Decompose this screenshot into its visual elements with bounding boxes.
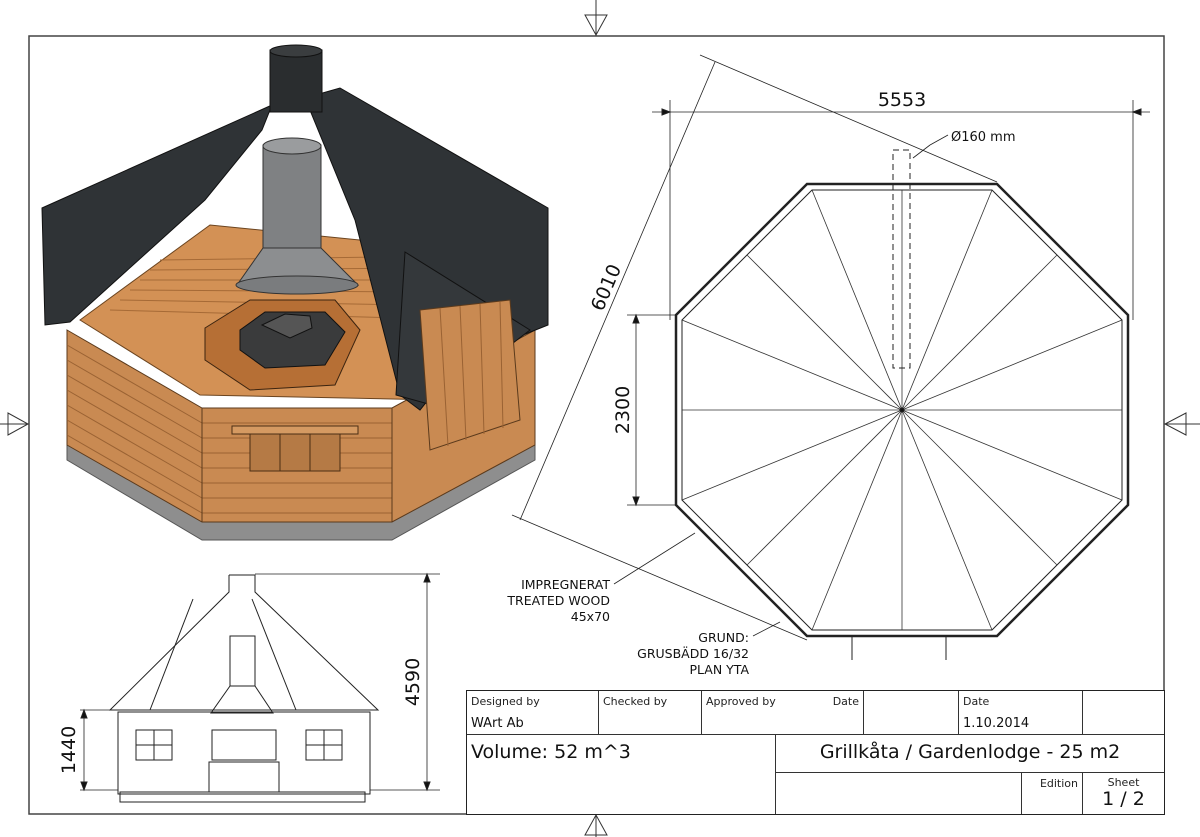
dim-chimney-diameter: Ø160 mm bbox=[951, 130, 1016, 145]
dim-plan-diagonal: 6010 bbox=[587, 261, 626, 314]
note-foundation-line-2: GRUSBÄDD 16/32 bbox=[637, 646, 749, 661]
designed-by-label: Designed by bbox=[471, 695, 540, 708]
dim-plan-side: 2300 bbox=[612, 386, 634, 434]
blank-cell bbox=[864, 691, 959, 735]
checked-by-cell: Checked by bbox=[599, 691, 702, 735]
designed-by-cell: Designed by WArt Ab bbox=[467, 691, 599, 735]
approved-by-label: Approved by bbox=[706, 695, 776, 708]
note-wood-line-1: IMPREGNERAT bbox=[521, 577, 610, 592]
edition-label: Edition bbox=[1039, 777, 1078, 790]
designed-by-value: WArt Ab bbox=[471, 716, 524, 731]
date-value: 1.10.2014 bbox=[963, 716, 1030, 731]
dim-wall-height: 1440 bbox=[58, 726, 80, 774]
title-block: Designed by WArt Ab Checked by Approved … bbox=[466, 690, 1165, 815]
elevation-view bbox=[80, 572, 440, 803]
date-label: Date bbox=[963, 695, 990, 708]
volume-cell: Volume: 52 m^3 bbox=[467, 735, 776, 814]
approved-date-label: Date bbox=[832, 695, 859, 708]
plan-view bbox=[511, 54, 1150, 660]
checked-by-label: Checked by bbox=[603, 695, 668, 708]
note-foundation-line-3: PLAN YTA bbox=[689, 662, 749, 677]
drawing-title-cell: Grillkåta / Gardenlodge - 25 m2 bbox=[776, 735, 1164, 773]
dim-plan-width: 5553 bbox=[878, 89, 926, 111]
note-wood-line-3: 45x70 bbox=[570, 609, 610, 624]
date-cell: Date 1.10.2014 bbox=[959, 691, 1083, 735]
approved-by-cell: Approved by Date bbox=[702, 691, 864, 735]
sheet-cell: Sheet 1 / 2 bbox=[1083, 773, 1164, 814]
note-foundation-line-1: GRUND: bbox=[698, 630, 749, 645]
sheet-label: Sheet bbox=[1107, 776, 1140, 789]
isometric-render bbox=[41, 44, 549, 541]
blank-cell-bottom bbox=[776, 773, 1022, 814]
drawing-title: Grillkåta / Gardenlodge - 25 m2 bbox=[819, 741, 1121, 763]
note-wood-line-2: TREATED WOOD bbox=[507, 593, 610, 608]
note-foundation: GRUND: GRUSBÄDD 16/32 PLAN YTA bbox=[637, 630, 749, 678]
volume-text: Volume: 52 m^3 bbox=[471, 741, 631, 763]
sheet-value: 1 / 2 bbox=[1102, 788, 1145, 810]
dim-total-height: 4590 bbox=[402, 658, 424, 706]
edition-cell: Edition bbox=[1022, 773, 1083, 814]
note-treated-wood: IMPREGNERAT TREATED WOOD 45x70 bbox=[507, 577, 610, 625]
blank-cell-right bbox=[1083, 691, 1164, 735]
